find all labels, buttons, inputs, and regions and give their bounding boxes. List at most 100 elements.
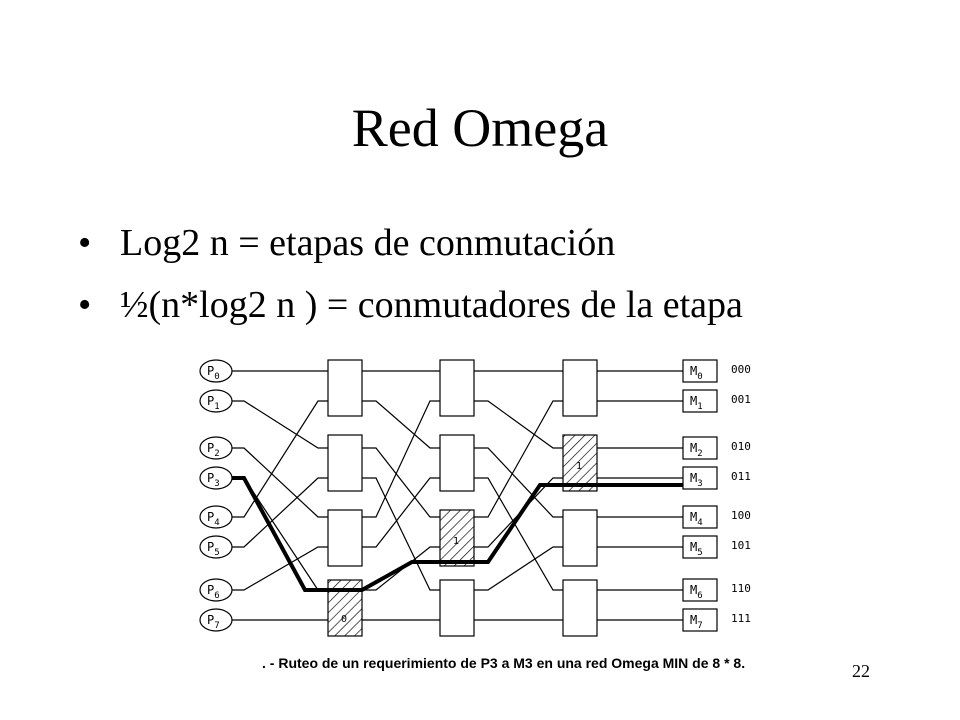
switch-box [439, 579, 475, 637]
memory-address: 111 [731, 612, 751, 625]
wire [474, 400, 563, 449]
switch-box [327, 359, 363, 417]
processor-node: P2 [199, 436, 233, 460]
memory-subscript: 2 [697, 449, 702, 459]
processor-node: P0 [199, 359, 233, 383]
processor-subscript: 7 [214, 621, 219, 631]
slide-title: Red Omega [351, 98, 609, 158]
processor-ellipse [199, 466, 233, 490]
processor-subscript: 0 [214, 372, 219, 382]
memory-address: 010 [731, 440, 751, 453]
memory-subscript: 3 [697, 479, 702, 489]
switch-box [562, 359, 598, 417]
bullet-marker: • [78, 222, 92, 264]
wire [474, 447, 563, 518]
memory-box [682, 466, 718, 490]
wire [230, 400, 328, 518]
memory-box [682, 535, 718, 559]
bullet-marker: • [78, 284, 92, 326]
switch-bit-label: 1 [576, 461, 582, 472]
processor-node: P1 [199, 389, 233, 413]
memory-box [682, 359, 718, 383]
memory-address: 101 [731, 539, 751, 552]
page-number: 22 [852, 661, 870, 681]
active-switch [327, 579, 363, 637]
wire [230, 477, 328, 591]
wire [474, 477, 563, 591]
memory-box [682, 578, 718, 602]
switch-box [562, 579, 598, 637]
processor-node: P3 [199, 466, 233, 490]
bullet-list: • Log2 n = etapas de conmutación • ½(n*log… [78, 218, 938, 342]
memory-box [682, 608, 718, 632]
active-switch [562, 434, 598, 492]
switch-stages: 0 1 1 [327, 359, 598, 637]
processor-node: P5 [199, 535, 233, 559]
wire [230, 546, 328, 591]
memory-subscript: 0 [697, 372, 702, 382]
processor-ellipse [199, 578, 233, 602]
switch-box [327, 434, 363, 492]
processor-ellipse [199, 535, 233, 559]
memory-address: 001 [731, 393, 751, 406]
memory-subscript: 6 [697, 591, 702, 601]
memory-box [682, 389, 718, 413]
bullet-item: • Log2 n = etapas de conmutación [78, 218, 938, 280]
processor-ellipse [199, 436, 233, 460]
memory-subscript: 4 [697, 518, 702, 528]
wires [230, 370, 683, 621]
switch-box [439, 359, 475, 417]
wire [474, 546, 563, 591]
switch-box [439, 434, 475, 492]
memory-box [682, 505, 718, 529]
switch-bit-label: 1 [453, 536, 459, 547]
processor-ellipse [199, 389, 233, 413]
memory-address: 011 [731, 470, 751, 483]
processor-subscript: 3 [214, 479, 219, 489]
processor-node: P7 [199, 608, 233, 632]
switch-bit-label: 0 [341, 614, 347, 625]
wire [362, 400, 440, 449]
wire [230, 400, 328, 449]
memory-box [682, 436, 718, 460]
diagram-caption: . - Ruteo de un requerimiento de P3 a M3… [262, 655, 746, 671]
wire [230, 477, 328, 548]
processor-ellipse [199, 359, 233, 383]
processor-ellipse [199, 608, 233, 632]
bullet-text: Log2 n = etapas de conmutación [120, 222, 616, 264]
processor-subscript: 2 [214, 449, 219, 459]
wire [362, 477, 440, 548]
processor-node: P6 [199, 578, 233, 602]
wire [230, 447, 328, 518]
processor-subscript: 1 [214, 402, 219, 412]
switch-box [562, 509, 598, 567]
wire [474, 400, 563, 518]
memory-address: 100 [731, 509, 751, 522]
memory-subscript: 5 [697, 548, 702, 558]
memory-address: 110 [731, 582, 751, 595]
switch-box [327, 509, 363, 567]
memory-subscript: 1 [697, 402, 702, 412]
wire [474, 477, 563, 548]
processor-subscript: 6 [214, 591, 219, 601]
processor-subscript: 5 [214, 548, 219, 558]
wire [362, 447, 440, 518]
active-switch [439, 509, 475, 567]
bullet-text: ½(n*log2 n ) = conmutadores de la etapa [120, 284, 743, 326]
processor-ellipse [199, 505, 233, 529]
memory-subscript: 7 [697, 621, 702, 631]
processor-node: P4 [199, 505, 233, 529]
memory-address: 000 [731, 363, 751, 376]
processor-subscript: 4 [214, 518, 219, 528]
